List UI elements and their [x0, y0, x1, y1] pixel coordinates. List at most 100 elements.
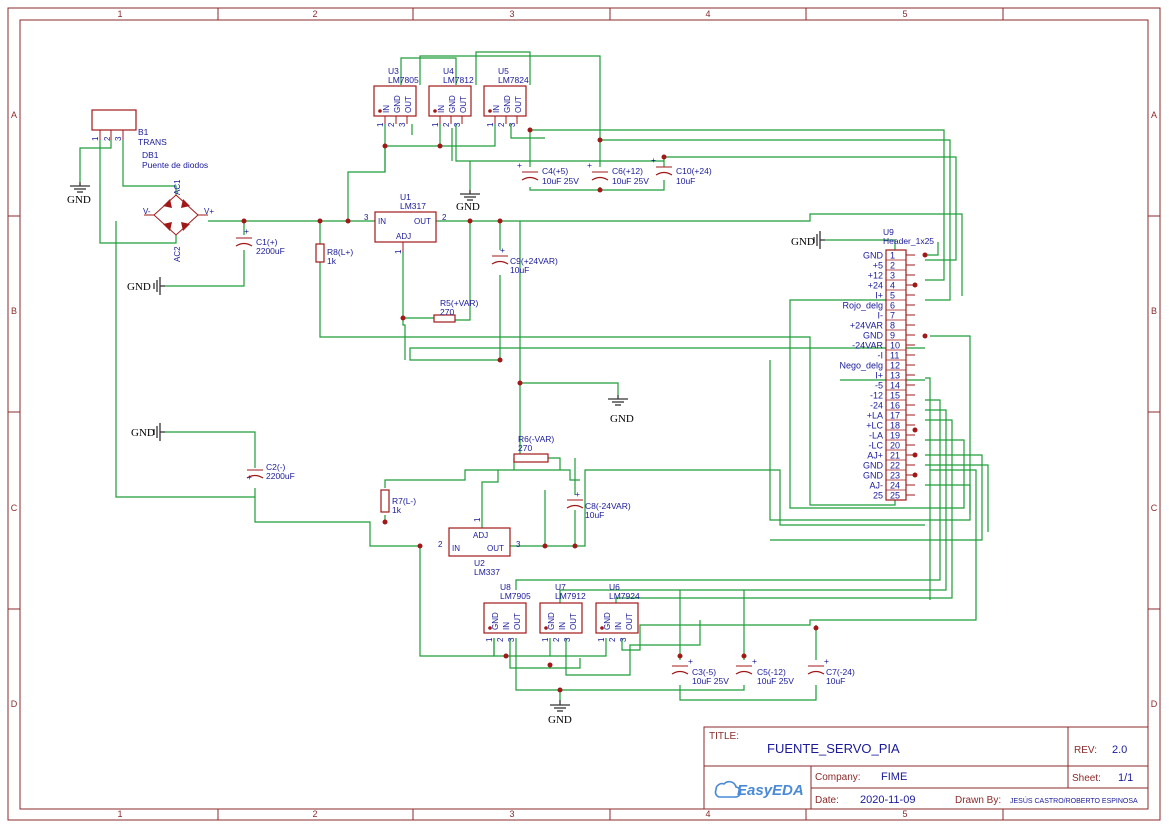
ref-label: U5	[498, 66, 509, 76]
row-label: C	[1151, 503, 1158, 513]
ref-label: C1(+)	[256, 237, 278, 247]
capacitor-c10[interactable]: + C10(+24) 10uF	[651, 155, 712, 186]
header-pin-label: I+	[875, 371, 883, 381]
resistor-r5[interactable]: R5(+VAR) 270	[433, 298, 479, 323]
svg-text:+: +	[247, 472, 252, 482]
regulator-u7[interactable]: U7 LM7912 GND IN OUT 1 2 3	[539, 582, 586, 642]
pin-label: AC2	[173, 246, 182, 262]
ref-label: U9	[883, 227, 894, 237]
capacitor-c8[interactable]: + C8(-24VAR) 10uF	[566, 489, 631, 520]
pin-number: 2	[608, 637, 617, 642]
capacitor-c5[interactable]: + C5(-12) 10uF 25V	[735, 656, 794, 686]
svg-text:+: +	[752, 656, 757, 666]
pin-number: 1	[431, 122, 440, 127]
col-label: 3	[509, 809, 514, 819]
transformer-b1[interactable]: 1 2 3 B1 TRANS	[91, 109, 167, 147]
capacitor-c9[interactable]: + C9(+24VAR) 10uF	[491, 245, 558, 275]
resistor-r7[interactable]: R7(L-) 1k	[380, 489, 416, 515]
row-label: D	[11, 699, 18, 709]
gnd-label: GND	[131, 427, 155, 439]
regulator-u6[interactable]: U6 LM7924 GND IN OUT 1 2 3	[595, 582, 640, 642]
col-label: 4	[705, 809, 710, 819]
header-u9[interactable]: U9 Header_1x25 1GND2+53+124+245I+6Rojo_d…	[839, 227, 934, 501]
header-pin-number: 13	[890, 371, 900, 381]
svg-text:+: +	[500, 245, 505, 255]
ref-label: R6(-VAR)	[518, 434, 554, 444]
header-pin-number: 18	[890, 421, 900, 431]
header-pin-label: 25	[873, 491, 883, 501]
ref-label: U2	[474, 558, 485, 568]
pin-label: GND	[503, 95, 512, 113]
regulator-u3[interactable]: U3 LM7805 IN GND OUT 1 2 3	[373, 66, 419, 127]
ref-label: U1	[400, 192, 411, 202]
pin-label: OUT	[513, 613, 522, 630]
header-pin-label: GND	[863, 331, 884, 341]
header-pin-label: Nego_delg	[839, 361, 883, 371]
regulator-u8[interactable]: U8 LM7905 GND IN OUT 1 2 3	[483, 582, 531, 642]
value-label: Puente de diodos	[142, 160, 208, 170]
header-pin-number: 5	[890, 291, 895, 301]
gnd-symbols: GND GND GND GND GND	[67, 182, 825, 726]
ground-icon: GND	[608, 395, 634, 425]
sheet-frame: 1 2 3 4 5 1 2 3 4 5 A B C D A B C D	[7, 7, 1161, 821]
pin-label: OUT	[625, 613, 634, 630]
capacitor-c3[interactable]: + C3(-5) 10uF 25V	[671, 656, 729, 686]
resistor-r8[interactable]: R8(L+) 1k	[315, 243, 353, 266]
gnd-label: GND	[610, 413, 634, 425]
row-label: C	[11, 503, 18, 513]
capacitor-c4[interactable]: + C4(+5) 10uF 25V	[517, 160, 579, 186]
header-pin-number: 24	[890, 481, 900, 491]
value-label: LM7824	[498, 75, 529, 85]
capacitor-c1[interactable]: + C1(+) 2200uF	[235, 226, 285, 256]
value-label: LM317	[400, 201, 426, 211]
header-pin-label: AJ+	[867, 451, 883, 461]
capacitor-c7[interactable]: + C7(-24) 10uF	[807, 656, 855, 686]
pin-label: V-	[143, 207, 151, 216]
header-pin-number: 20	[890, 441, 900, 451]
value-label: TRANS	[138, 137, 167, 147]
header-pin-number: 4	[890, 281, 895, 291]
col-label: 2	[312, 809, 317, 819]
value-label: 1k	[327, 256, 337, 266]
drawn-by-label: Drawn By:	[955, 795, 1001, 806]
diode-bridge-db1[interactable]: DB1 Puente de diodos AC1 AC2 V- V+	[142, 150, 214, 262]
value-label: 1k	[392, 505, 402, 515]
header-pin-number: 11	[890, 351, 899, 361]
capacitor-c2[interactable]: + C2(-) 2200uF	[246, 462, 295, 482]
header-pin-label: -12	[870, 391, 883, 401]
pin-number: 1	[376, 122, 385, 127]
resistor-r6[interactable]: R6(-VAR) 270	[513, 434, 554, 463]
pin-label: GND	[448, 95, 457, 113]
pin-label: IN	[382, 105, 391, 113]
header-pin-label: +LC	[866, 421, 883, 431]
pin-number: 3	[516, 540, 521, 549]
wires	[79, 51, 989, 701]
col-label: 1	[117, 9, 122, 19]
pin-number: 1	[486, 122, 495, 127]
capacitor-c6[interactable]: + C6(+12) 10uF 25V	[587, 160, 649, 186]
pin-label: IN	[614, 622, 623, 630]
ref-label: R7(L-)	[392, 496, 416, 506]
pin-label: IN	[558, 622, 567, 630]
ref-label: U4	[443, 66, 454, 76]
company-value: FIME	[881, 771, 907, 783]
regulator-u4[interactable]: U4 LM7812 IN GND OUT 1 2 3	[428, 66, 474, 127]
header-pin-number: 19	[890, 431, 900, 441]
title-block: TITLE: FUENTE_SERVO_PIA REV: 2.0 EasyEDA…	[703, 726, 1149, 810]
value-label: LM7805	[388, 75, 419, 85]
pin-label: ADJ	[396, 232, 411, 241]
header-pin-label: +24VAR	[850, 321, 884, 331]
value-label: 270	[518, 443, 532, 453]
regulator-u1[interactable]: U1 LM317 IN OUT ADJ 3 2 1	[364, 192, 447, 254]
header-pin-number: 7	[890, 311, 895, 321]
ref-label: U8	[500, 582, 511, 592]
pin-number: 1	[91, 136, 100, 141]
pin-label: IN	[378, 217, 386, 226]
pin-number: 2	[387, 122, 396, 127]
header-pin-label: -LC	[868, 441, 883, 451]
regulator-u2[interactable]: ADJ IN OUT 2 3 1 U2 LM337	[438, 517, 521, 577]
row-label: A	[11, 110, 17, 120]
regulator-u5[interactable]: U5 LM7824 IN GND OUT 1 2 3	[483, 66, 529, 127]
svg-text:+: +	[688, 656, 693, 666]
